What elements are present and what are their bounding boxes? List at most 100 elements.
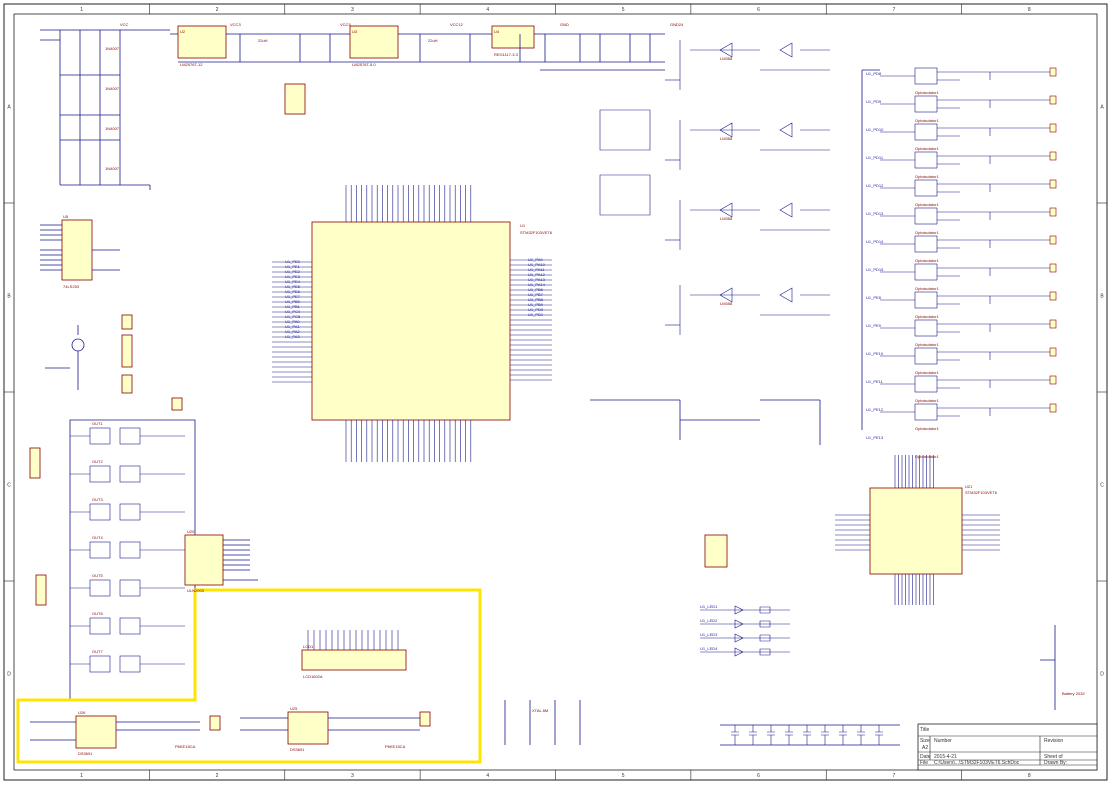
net-label-led: U1_LED3 [700, 632, 718, 637]
row-label: C [7, 483, 11, 489]
row-label: B [7, 294, 11, 300]
opto-part-label: Optoisolator1 [915, 398, 940, 403]
row-label: D [7, 672, 11, 678]
net-label-right: U1_PA12 [528, 272, 546, 277]
rs485b-part: DS3691 [290, 747, 305, 752]
net-label-right: U1_PD0 [528, 307, 544, 312]
net-label-left: U1_PA1 [285, 324, 300, 329]
opto-part-label: Optoisolator1 [915, 454, 940, 459]
row-label: C [1100, 483, 1104, 489]
column-label: 5 [622, 773, 625, 779]
column-label: 3 [351, 773, 354, 779]
reg3-ref: U4 [494, 29, 500, 34]
title-block: Title Size A2 Number Revision Date 2015-… [917, 723, 1098, 771]
net-label-left: U1_PC4 [285, 309, 301, 314]
size-label: Size [920, 738, 930, 744]
column-label: 8 [1028, 7, 1031, 13]
power-net-label: VCC3 [230, 22, 241, 27]
row-label: A [7, 105, 11, 111]
opto-part-label: Optoisolator1 [915, 230, 940, 235]
net-label-opto: U1_PD10 [866, 127, 884, 132]
net-label-right: U1_PB8 [528, 297, 544, 302]
net-label-left: U1_PA2 [285, 329, 300, 334]
net-label-left: U1_PE0 [285, 259, 301, 264]
net-label-left: U1_PE4 [285, 279, 301, 284]
relay-output-label: OUT5 [92, 573, 103, 578]
lcd-ref: LCD1 [303, 644, 314, 649]
relay-output-label: OUT7 [92, 649, 103, 654]
tvs-a-label: P6KE15CA [175, 744, 196, 749]
column-label: 4 [486, 773, 489, 779]
column-label: 2 [216, 7, 219, 13]
net-label-opto: U1_PD15 [866, 267, 884, 272]
opto-part-label: Optoisolator1 [915, 370, 940, 375]
net-label-left: U1_PE5 [285, 284, 301, 289]
net-label-opto: U1_PE12 [866, 407, 884, 412]
net-label-right: U1_PA11 [528, 267, 545, 272]
reg1-ref: U2 [180, 29, 186, 34]
net-label-right: U1_PB9 [528, 302, 544, 307]
rs485a-part: DS3691 [78, 751, 93, 756]
net-label-left: U1_PB1 [285, 304, 301, 309]
can-ref: U21 [965, 484, 973, 489]
net-label-left: U1_PB0 [285, 299, 301, 304]
power-net-label: VCC12 [450, 22, 464, 27]
net-label-opto: U1_PE13 [866, 435, 884, 440]
sheet-outer-border [3, 3, 1108, 781]
net-label-left: U1_PA3 [285, 334, 300, 339]
inductor-2-label: 22uH [428, 38, 438, 43]
relay-output-label: OUT6 [92, 611, 103, 616]
net-label-opto: U1_PD11 [866, 155, 884, 160]
net-label-left: U1_PE3 [285, 274, 301, 279]
net-label-left: U1_PE7 [285, 294, 301, 299]
reg1-part: LM2576T-12 [180, 62, 203, 67]
uln-part: ULN2003 [187, 588, 205, 593]
net-label-opto: U1_PD13 [866, 211, 884, 216]
column-label: 6 [757, 7, 760, 13]
file-label: File [920, 760, 928, 766]
column-label: 1 [80, 773, 83, 779]
lcd-part: LCD1602A [303, 674, 323, 679]
power-net-label: GND24 [670, 22, 684, 27]
net-label-led: U1_LED1 [700, 604, 718, 609]
uln-ref: U20 [187, 529, 195, 534]
column-label: 1 [80, 7, 83, 13]
opto-part-label: Optoisolator1 [915, 342, 940, 347]
opto-part-label: Optoisolator1 [915, 258, 940, 263]
crystal-label: XTAL 8M [532, 708, 548, 713]
opto-part-label: Optoisolator1 [915, 202, 940, 207]
column-label: 5 [622, 7, 625, 13]
regulator-labels: U2 LM2576T-12 U3 LM2576T-5.0 U4 REG1117-… [180, 29, 519, 67]
row-label: A [1100, 105, 1104, 111]
column-label: 7 [893, 7, 896, 13]
net-label-opto: U1_PE11 [866, 379, 884, 384]
relay-output-label: OUT1 [92, 421, 103, 426]
reg2-part: LM2576T-5.0 [352, 62, 376, 67]
opamp-label: LM358 [720, 301, 733, 306]
mcu-labels: U1 STM32F103VET6 [520, 223, 553, 235]
diode-label: 1N4007 [105, 86, 120, 91]
net-label-left: U1_PE1 [285, 264, 301, 269]
diode-label: 1N4007 [105, 46, 120, 51]
power-net-label: VCC [120, 22, 129, 27]
title-label: Title [920, 727, 929, 733]
net-label-opto: U1_PE8 [866, 295, 882, 300]
reg3-part: REG1117-3.3 [494, 52, 519, 57]
net-label-right: U1_PA14 [528, 282, 546, 287]
net-label-left: U1_PE6 [285, 289, 301, 294]
inductor-1-label: 22uH [258, 38, 268, 43]
power-net-label: VCC5 [340, 22, 351, 27]
relay-output-label: OUT3 [92, 497, 103, 502]
diode-label: 1N4007 [105, 126, 120, 131]
opamp-label: LM358 [720, 56, 733, 61]
file-value: C:\Users\...\STM32F103VET6.SchDoc [934, 760, 1020, 766]
mcu-part: STM32F103VET6 [520, 230, 553, 235]
net-label-opto: U1_PE9 [866, 323, 882, 328]
revision-label: Revision [1044, 738, 1063, 744]
mux-part: 74LS253 [63, 284, 80, 289]
net-label-right: U1_PB6 [528, 287, 544, 292]
row-label: B [1100, 294, 1104, 300]
net-label-right: U1_PA9 [528, 257, 543, 262]
